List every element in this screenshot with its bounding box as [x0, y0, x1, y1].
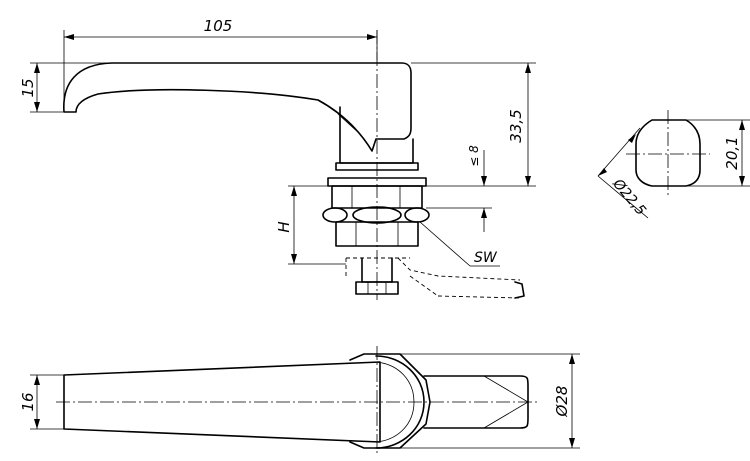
plan-hex-outline	[349, 353, 431, 449]
dim-diameter-28-label: Ø28	[553, 386, 571, 418]
hex-nut-left	[322, 207, 348, 223]
dim-max-height-label: ≤ 8	[467, 145, 481, 167]
hex-nut-right	[404, 207, 430, 223]
dimension-105: 105	[63, 17, 378, 112]
dim-SW-label: SW	[474, 250, 498, 266]
dimension-SW: SW	[419, 221, 500, 267]
dimension-15: 15	[19, 62, 112, 113]
screw-head	[355, 281, 399, 295]
dim-flats-label: 20,1	[723, 136, 741, 169]
lower-body	[335, 221, 419, 247]
dim-H-label: H	[275, 221, 293, 232]
boss-flange	[335, 162, 419, 171]
handle-step-line	[337, 113, 361, 135]
dim-total-height-label: 33,5	[507, 109, 525, 142]
dimension-max-8: ≤ 8	[426, 145, 492, 232]
cam-tip	[514, 281, 525, 299]
dim-handle-height-label: 15	[19, 78, 37, 97]
boss-body	[339, 106, 414, 164]
dim-grip-width-label: 16	[19, 392, 37, 411]
dimension-33-5: 33,5	[411, 62, 536, 187]
plan-lever-outline	[63, 361, 381, 443]
hidden-cam	[345, 257, 521, 299]
square-drive-view: 20,1 Ø22,5	[597, 110, 750, 219]
handle-lever-outline	[63, 62, 412, 152]
plan-boss-circle	[375, 355, 425, 449]
dim-length-label: 105	[204, 17, 233, 35]
dimension-H: H	[275, 185, 346, 265]
plan-view: 16 Ø28	[19, 346, 580, 456]
